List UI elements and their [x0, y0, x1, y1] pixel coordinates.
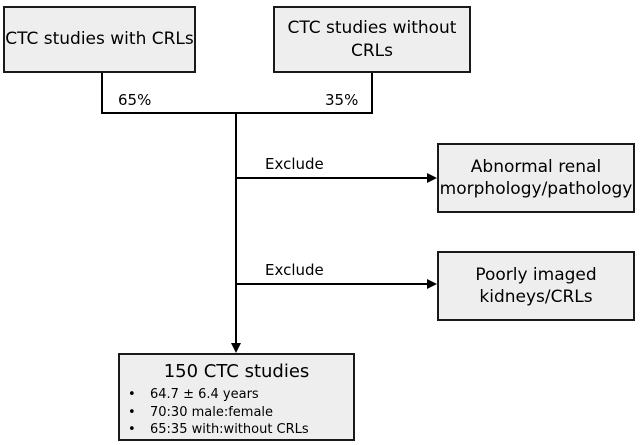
bullet-icon: • [128, 422, 136, 437]
list-item: • 64.7 ± 6.4 years [120, 386, 309, 404]
box-without-crls-line2: CRLs [350, 40, 393, 61]
final-item-text: 70:30 male:female [150, 404, 274, 420]
final-title: 150 CTC studies [163, 361, 310, 382]
box-poorly-line2: kidneys/CRLs [479, 287, 593, 307]
box-final-studies: 150 CTC studies • 64.7 ± 6.4 years • 70:… [118, 353, 355, 441]
box-without-crls-line1: CTC studies without [287, 18, 457, 39]
box-abnormal-renal: Abnormal renal morphology/pathology [437, 143, 635, 213]
box-poorly-line1: Poorly imaged [475, 264, 597, 285]
list-item: • 65:35 with:without CRLs [120, 421, 309, 439]
box-abnormal-line2: morphology/pathology [439, 179, 633, 199]
final-item-text: 64.7 ± 6.4 years [150, 387, 259, 402]
exclude-label-1: Exclude [265, 155, 324, 173]
box-abnormal-line1: Abnormal renal [470, 156, 602, 177]
percent-with-crls: 65% [118, 91, 152, 109]
list-item: • 70:30 male:female [120, 404, 309, 422]
bullet-icon: • [128, 387, 136, 402]
final-item-text: 65:35 with:without CRLs [150, 422, 309, 437]
box-without-crls: CTC studies without CRLs [273, 6, 471, 73]
bullet-icon: • [128, 404, 136, 420]
final-list: • 64.7 ± 6.4 years • 70:30 male:female •… [120, 386, 309, 439]
box-with-crls: CTC studies with CRLs [3, 6, 196, 73]
exclude-label-2: Exclude [265, 261, 324, 279]
box-with-crls-text: CTC studies with CRLs [5, 29, 194, 50]
box-poorly-imaged: Poorly imaged kidneys/CRLs [437, 251, 635, 321]
percent-without-crls: 35% [325, 91, 359, 109]
